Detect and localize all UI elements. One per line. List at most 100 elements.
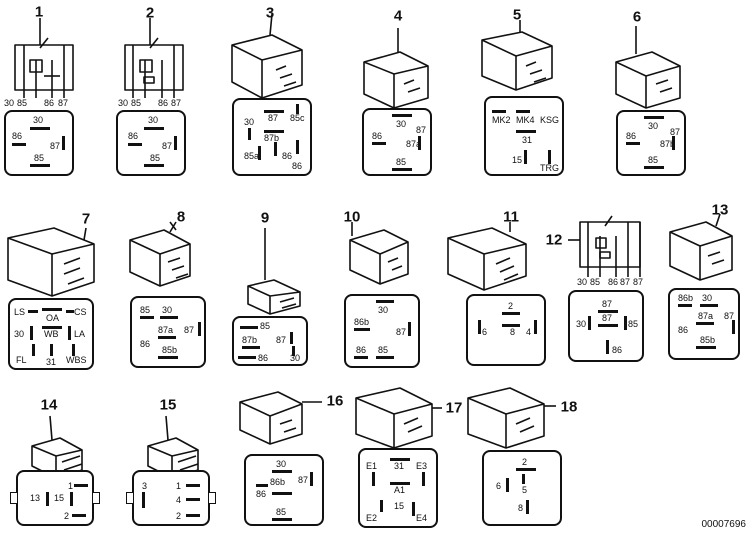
pin-label: 1 xyxy=(68,481,74,491)
pin-label: 4 xyxy=(176,495,182,505)
pin-label: 87 xyxy=(602,313,613,323)
relay-16-index: 16 xyxy=(326,392,344,410)
relay-2-schematic xyxy=(124,37,184,98)
pin-label: 8 xyxy=(518,503,524,513)
pin-label: 30 xyxy=(162,305,173,315)
pin-label: E4 xyxy=(416,513,428,523)
relay-4-pin-plate: 30 86 87 87a 85 xyxy=(362,108,432,176)
pin-label: 86 xyxy=(140,339,151,349)
pin-label: CS xyxy=(74,307,87,317)
relay-10-body xyxy=(349,222,409,285)
pin-label: A1 xyxy=(394,485,406,495)
relay-15-body xyxy=(147,415,199,479)
relay-14-ear-right xyxy=(92,492,100,504)
pin-label: 6 xyxy=(482,327,488,337)
pin-label: WBS xyxy=(66,355,87,365)
relay-14-ear-left xyxy=(10,492,18,504)
pin-label: E1 xyxy=(366,461,378,471)
relay-9-pin-plate: 85 87b 87 86 30 xyxy=(232,316,308,366)
pin-label: 2 xyxy=(522,457,528,467)
pin-label: 2 xyxy=(64,511,70,521)
relay-15-ear-right xyxy=(208,492,216,504)
relay-10-pin-plate: 30 86b 87 86 85 xyxy=(344,294,420,368)
relay-10-index: 10 xyxy=(343,208,361,226)
relay-5-body xyxy=(481,20,553,91)
relay-5-pin-plate: MK2 MK4 KSG 31 15 TRG xyxy=(484,96,564,176)
pin-label: 30 xyxy=(290,353,301,363)
pin-label: 3 xyxy=(142,481,148,491)
relay-9-index: 9 xyxy=(260,209,270,227)
relay-2-term-85: 85 xyxy=(131,98,142,108)
pin-label: 85 xyxy=(396,157,407,167)
pin-label: E3 xyxy=(416,461,428,471)
pin-label: 86 xyxy=(256,489,267,499)
relay-9-body xyxy=(247,228,301,315)
pin-label: 1 xyxy=(176,481,182,491)
pin-label: 87b xyxy=(242,335,258,345)
relay-12-pin-plate: 30 87 87 85 86 xyxy=(568,290,644,362)
pin-label: WB xyxy=(44,329,59,339)
relay-17-pin-plate: E1 31 E3 A1 15 E2 E4 xyxy=(358,448,438,528)
relay-16-body xyxy=(239,391,322,445)
pin-label: 85 xyxy=(260,321,271,331)
pin-label: 87b xyxy=(264,133,280,143)
pin-label: 87 xyxy=(268,113,279,123)
pin-label: 6 xyxy=(496,481,502,491)
pin-label: KSG xyxy=(540,115,560,125)
pin-label: 31 xyxy=(46,357,57,367)
relay-17-index: 17 xyxy=(445,399,463,417)
relay-1-index: 1 xyxy=(34,3,44,21)
pin-label: 30 xyxy=(396,119,407,129)
pin-label: 85 xyxy=(628,319,639,329)
pin-label: 87 xyxy=(298,475,309,485)
relay-2-index: 2 xyxy=(145,4,155,22)
pin-label: 15 xyxy=(512,155,523,165)
pin-label: 87 xyxy=(396,327,407,337)
relay-4-body xyxy=(363,28,429,109)
pin-label: 87a xyxy=(406,139,422,149)
pin-label: 8 xyxy=(510,327,516,337)
pin-label: 85c xyxy=(290,113,305,123)
relay-15-ear-left xyxy=(126,492,134,504)
relay-14-pin-plate: 1 13 15 2 xyxy=(16,470,94,526)
pin-label: 15 xyxy=(394,501,405,511)
pin-label: 86 xyxy=(12,131,23,141)
relay-12-term-86: 86 xyxy=(608,277,619,287)
relay-14-body xyxy=(31,415,83,479)
pin-label: OA xyxy=(46,313,60,323)
pin-label: 85b xyxy=(700,335,716,345)
relay-8-pin-plate: 85 30 87a 87 86 85b xyxy=(130,296,206,368)
relay-15-pin-plate: 3 1 4 2 xyxy=(132,470,210,526)
relay-12-term-85: 85 xyxy=(590,277,601,287)
pin-label: 86 xyxy=(282,151,293,161)
relay-13-body xyxy=(669,213,733,281)
pin-label: 87 xyxy=(162,141,173,151)
pin-label: 15 xyxy=(54,493,65,503)
pin-label: 85 xyxy=(648,155,659,165)
relay-18-index: 18 xyxy=(560,398,578,416)
pin-label: 85 xyxy=(276,507,287,517)
pin-label: MK4 xyxy=(516,115,535,125)
pin-label: 87a xyxy=(698,311,714,321)
relay-2-term-86: 86 xyxy=(158,98,169,108)
pin-label: 5 xyxy=(522,485,528,495)
pin-label: 30 xyxy=(276,459,287,469)
relay-1-schematic xyxy=(14,37,74,98)
relay-1-term-86: 86 xyxy=(44,98,55,108)
pin-label: MK2 xyxy=(492,115,511,125)
pin-label: LA xyxy=(74,329,86,339)
pin-label: 30 xyxy=(14,329,25,339)
pin-label: 87 xyxy=(602,299,613,309)
pin-label: 85 xyxy=(150,153,161,163)
relay-11-index: 11 xyxy=(503,208,519,226)
pin-label: 30 xyxy=(576,319,587,329)
relay-6-index: 6 xyxy=(632,8,642,26)
relay-6-body xyxy=(615,26,681,109)
pin-label: 85 xyxy=(378,345,389,355)
pin-label: 30 xyxy=(33,115,44,125)
pin-label: 86 xyxy=(678,325,689,335)
relay-2-term-30: 30 xyxy=(118,98,129,108)
relay-16-pin-plate: 30 86b 87 86 85 xyxy=(244,454,324,526)
pin-label: 86 xyxy=(356,345,367,355)
